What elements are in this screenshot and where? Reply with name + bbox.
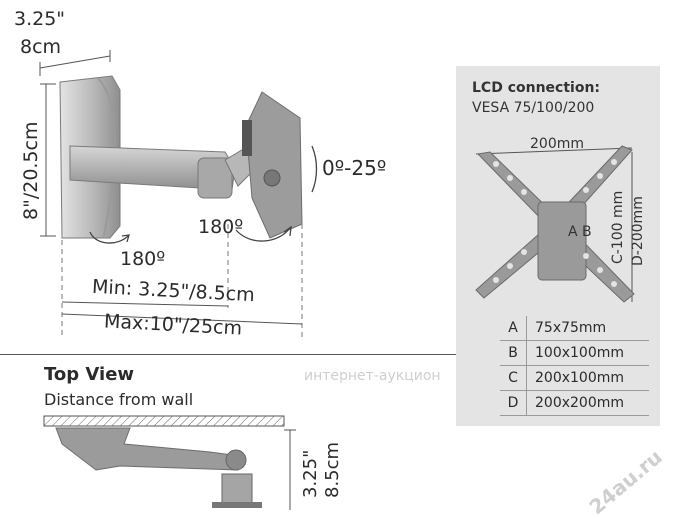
top-view-depth-in: 3.25" (300, 449, 321, 498)
vesa-value: 100x100mm (526, 340, 649, 366)
height-label: 8"/20.5cm (20, 121, 42, 221)
depth-dimension-line (39, 55, 111, 69)
corner-watermark: 24au.ru (584, 444, 667, 519)
vesa-plate-illustration (475, 145, 635, 303)
lcd-connection-title: LCD connection: (472, 80, 601, 96)
tilt-arc (311, 145, 318, 193)
table-row: B 100x100mm (500, 340, 649, 366)
wall-swivel-label: 180º (120, 248, 166, 270)
top-view-subtitle: Distance from wall (44, 390, 194, 409)
wall-swivel-arc (89, 231, 129, 244)
vesa-letter: D (500, 390, 527, 416)
width-dimension-label: 200mm (530, 136, 584, 152)
monitor-swivel-label: 180º (198, 216, 244, 238)
max-extension-line (61, 313, 303, 325)
articulating-arm (69, 145, 236, 191)
section-divider (0, 354, 456, 355)
top-view-title: Top View (44, 364, 135, 385)
vesa-bracket (245, 91, 303, 239)
tilt-label: 0º-25º (322, 156, 387, 180)
vesa-value: 75x75mm (526, 316, 649, 341)
top-view-arm (55, 427, 241, 471)
vesa-value: 200x100mm (526, 365, 649, 391)
center-watermark: интернет-аукцион (304, 368, 441, 384)
side-view-illustration (39, 50, 318, 340)
top-view-depth-cm: 8.5cm (322, 441, 343, 498)
table-row: A 75x75mm (500, 316, 649, 341)
vesa-table: A 75x75mm B 100x100mm C 200x100mm D 200x… (500, 316, 649, 416)
vesa-letter: C (500, 365, 527, 391)
d-dimension-label: D-200mm (630, 196, 646, 266)
depth-inches-label: 3.25" (14, 8, 66, 30)
min-extension-line (61, 301, 229, 307)
ab-label: A B (568, 224, 592, 240)
vesa-letter: A (500, 316, 527, 341)
table-row: C 200x100mm (500, 365, 649, 391)
c-dimension-label: C-100 mm (610, 190, 626, 264)
wall-hatch (43, 415, 285, 427)
vesa-subtitle: VESA 75/100/200 (472, 100, 595, 116)
table-row: D 200x200mm (500, 390, 649, 416)
monitor-swivel-arc (235, 227, 291, 242)
vesa-letter: B (500, 340, 527, 366)
top-view-illustration (43, 415, 296, 510)
vesa-value: 200x200mm (526, 390, 649, 416)
depth-cm-label: 8cm (20, 36, 62, 58)
